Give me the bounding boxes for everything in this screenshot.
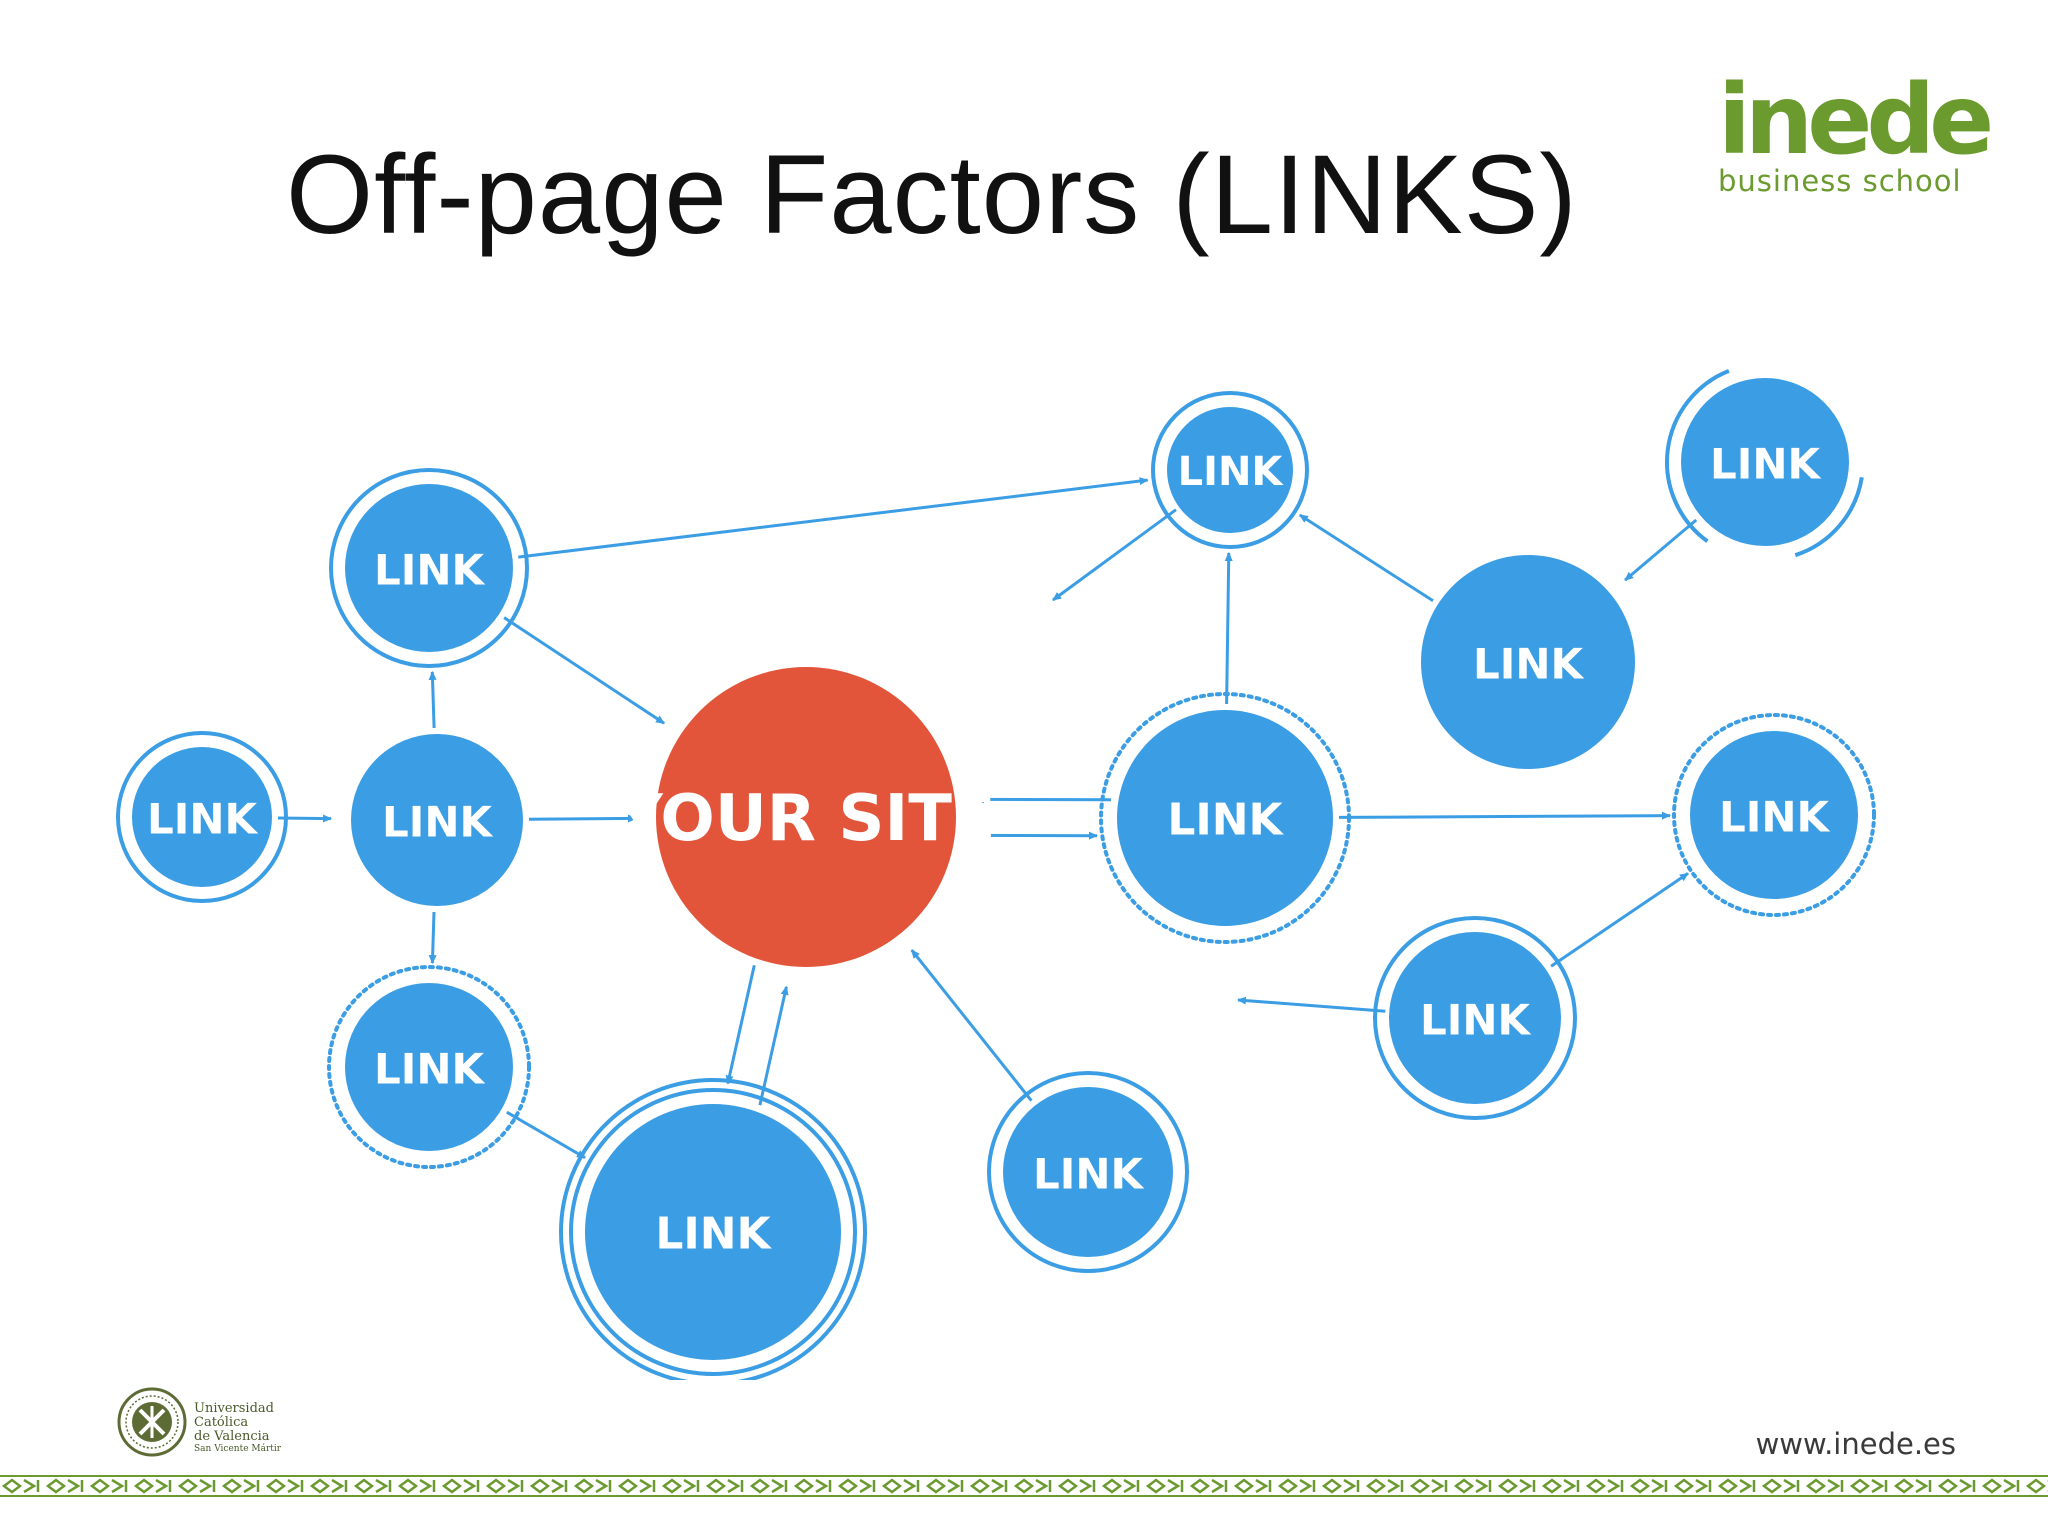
node-label: LINK <box>1167 795 1284 846</box>
node-link-far-right: LINK <box>1672 713 1876 917</box>
edge-arrow-link-upper-left-to-link-top-center <box>518 477 1149 559</box>
node-label: LINK <box>655 1209 772 1260</box>
node-ring <box>559 1078 867 1380</box>
node-label: LINK <box>147 795 259 844</box>
node-link-bottom-center: LINK <box>987 1071 1189 1273</box>
node-circle <box>345 983 513 1151</box>
node-link-top-center: LINK <box>1151 391 1309 549</box>
university-name-line: Católica <box>194 1415 249 1430</box>
logo-subtitle: business school <box>1718 164 1962 198</box>
edge-arrow-link-right-hub-to-link-top-center <box>1224 552 1233 705</box>
node-circle <box>1389 932 1561 1104</box>
node-link-left-hub: LINK <box>351 734 523 906</box>
node-label: LINK <box>1719 793 1831 842</box>
node-circle <box>351 734 523 906</box>
node-link-top-right: LINK <box>1665 369 1864 558</box>
inede-logo: inede business school <box>1718 64 1994 198</box>
edge-arrow-link-bottom-large-to-your-site <box>758 985 789 1106</box>
node-ring <box>1794 476 1864 558</box>
node-ring <box>1099 692 1351 944</box>
node-circle <box>1681 378 1849 546</box>
node-ring <box>1151 391 1309 549</box>
university-name-line: San Vicente Mártir <box>194 1444 282 1454</box>
website-url: www.inede.es <box>1755 1427 1956 1461</box>
node-label: LINK <box>1473 640 1585 689</box>
university-seal-icon <box>117 1387 187 1457</box>
edge-arrow-link-right-middle-to-link-top-center <box>1298 513 1434 603</box>
node-link-bottom-large: LINK <box>559 1078 867 1380</box>
node-link-right-middle: LINK <box>1421 555 1635 769</box>
node-label: LINK <box>374 546 486 595</box>
nodes-layer: YOUR SITE LINK LINK LINK LINK LINK LINK LINK LIN… <box>116 369 1876 1380</box>
node-ring <box>329 468 529 668</box>
node-label: YOUR SITE <box>615 782 995 856</box>
node-ring <box>987 1071 1189 1273</box>
node-circle <box>1117 710 1333 926</box>
node-ring <box>1373 916 1577 1120</box>
node-link-left-outer: LINK <box>116 731 288 903</box>
edge-arrow-link-upper-left-to-your-site <box>503 616 665 725</box>
node-link-lower-right: LINK <box>1373 916 1577 1120</box>
university-name: Universidad Católica de Valencia San Vic… <box>194 1402 281 1455</box>
edge-arrow-link-top-right-to-link-right-middle <box>1624 518 1698 582</box>
edge-arrow-your-site-to-link-bottom-large <box>725 964 756 1085</box>
node-link-lower-left: LINK <box>327 965 531 1169</box>
edges-layer <box>277 477 1698 1159</box>
node-label: LINK <box>1178 449 1285 495</box>
node-label: LINK <box>1420 996 1532 1045</box>
diagram-canvas: YOUR SITE LINK LINK LINK LINK LINK LINK LINK LIN… <box>116 369 1876 1380</box>
edge-arrow-link-top-center-to-open <box>1052 508 1177 602</box>
node-link-upper-left: LINK <box>329 468 529 668</box>
university-name-line: de Valencia <box>194 1429 270 1444</box>
node-circle <box>585 1104 841 1360</box>
node-ring <box>116 731 288 903</box>
node-circle <box>1690 731 1858 899</box>
node-ring <box>327 965 531 1169</box>
logo-wordmark: inede <box>1718 64 1994 176</box>
edge-arrow-link-right-hub-to-link-far-right <box>1338 811 1671 820</box>
node-ring <box>1672 713 1876 917</box>
node-label: LINK <box>1710 440 1822 489</box>
edge-arrow-link-lower-left-to-link-bottom-large <box>506 1110 586 1159</box>
edge-arrow-link-bottom-center-to-your-site <box>910 949 1033 1102</box>
node-circle <box>1421 555 1635 769</box>
node-label: LINK <box>1033 1150 1145 1199</box>
edge-arrow-link-left-hub-to-link-lower-left <box>428 911 437 965</box>
edge-arrow-link-lower-right-to-link-far-right <box>1550 872 1689 968</box>
edge-arrow-link-lower-right-to-open <box>1237 996 1386 1013</box>
node-label: LINK <box>374 1045 486 1094</box>
node-label: LINK <box>382 798 494 847</box>
link-network-diagram: YOUR SITE LINK LINK LINK LINK LINK LINK LINK LIN… <box>108 350 1878 1380</box>
node-circle <box>656 667 956 967</box>
node-ring <box>569 1088 857 1376</box>
edge-arrow-link-left-hub-to-link-upper-left <box>428 670 437 729</box>
decorative-border-band <box>0 1475 2048 1497</box>
node-circle <box>1003 1087 1173 1257</box>
university-name-line: Universidad <box>194 1401 274 1416</box>
university-logo: Universidad Católica de Valencia San Vic… <box>116 1386 296 1466</box>
node-link-right-hub: LINK <box>1099 692 1351 944</box>
node-your-site: YOUR SITE <box>615 667 996 967</box>
node-circle <box>1167 407 1293 533</box>
node-ring <box>1665 369 1730 543</box>
edge-arrow-link-left-hub-to-your-site <box>528 814 637 823</box>
node-circle <box>345 484 513 652</box>
node-circle <box>132 747 272 887</box>
slide-title: Off-page Factors (LINKS) <box>286 132 1578 257</box>
